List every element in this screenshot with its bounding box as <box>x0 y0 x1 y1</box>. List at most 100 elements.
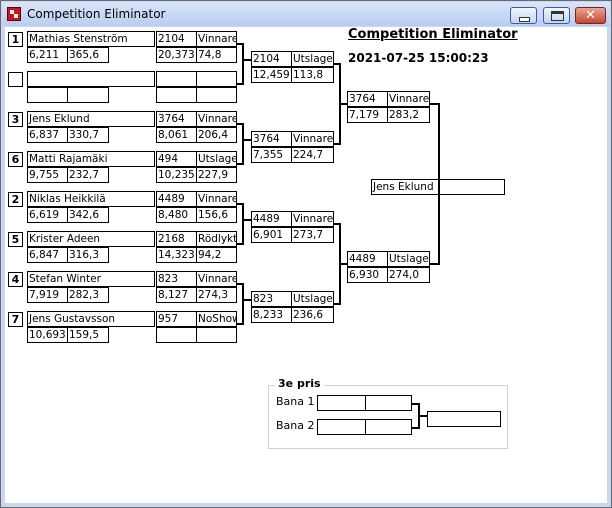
seed-badge: 5 <box>8 232 23 247</box>
quarterfinal-result-row-right: Vinnare <box>293 133 333 145</box>
bracket-canvas: Competition Eliminator 2021-07-25 15:00:… <box>5 27 607 503</box>
event-datetime: 2021-07-25 15:00:23 <box>348 51 489 65</box>
racer-qualifying-row-right: 330,7 <box>69 129 100 141</box>
close-button[interactable]: ✕ <box>575 7 606 24</box>
cell-divider <box>67 88 68 102</box>
seed-badge <box>8 72 23 87</box>
quarterfinal-run-row-left: 7,355 <box>253 149 284 161</box>
racer-result-row-left: 3764 <box>158 113 185 125</box>
racer-run-row-left: 8,127 <box>158 289 189 301</box>
racer-result-row[interactable]: 494Utslagen <box>156 151 237 167</box>
racer-name-field[interactable]: Jens Eklund <box>27 111 155 127</box>
title-bar[interactable]: Competition Eliminator ✕ <box>2 2 610 26</box>
racer-name-field[interactable]: Stefan Winter <box>27 271 155 287</box>
cell-divider <box>67 208 68 222</box>
racer-result-row-left: 494 <box>158 153 179 165</box>
racer-name-field[interactable]: Niklas Heikkilä <box>27 191 155 207</box>
racer-qualifying-row-left: 6,619 <box>29 209 60 221</box>
bracket-line <box>237 243 244 245</box>
racer-run-row-left: 14,323 <box>158 249 195 261</box>
racer-qualifying-row-right: 365,6 <box>69 49 100 61</box>
cell-divider <box>291 212 292 226</box>
racer-name-field[interactable]: Jens Gustavsson <box>27 311 155 327</box>
cell-divider <box>387 252 388 266</box>
semifinal-result-row-left: 4489 <box>349 253 376 265</box>
cell-divider <box>196 208 197 222</box>
quarterfinal-result-row[interactable]: 823Utslagen <box>251 291 334 307</box>
racer-name-field-text: Stefan Winter <box>29 273 101 285</box>
racer-name-field-text: Matti Rajamäki <box>29 153 108 165</box>
semifinal-run-row-right: 274,0 <box>389 269 420 281</box>
racer-name-field[interactable]: Mathias Stenström <box>27 31 155 47</box>
cell-divider <box>291 228 292 242</box>
racer-run-row[interactable] <box>156 327 237 343</box>
quarterfinal-result-row-left: 823 <box>253 293 274 305</box>
semifinal-result-row[interactable]: 4489Utslagen <box>347 251 430 267</box>
racer-qualifying-row-right: 282,3 <box>69 289 100 301</box>
racer-name-field-text: Jens Gustavsson <box>29 313 116 325</box>
cell-divider <box>291 148 292 162</box>
third-place-label: 3e pris <box>275 377 324 390</box>
cell-divider <box>291 132 292 146</box>
third-place-lane-2-field[interactable] <box>317 419 412 435</box>
racer-result-row-right: Vinnare <box>198 273 236 285</box>
bracket-line <box>237 163 244 165</box>
racer-run-row-left: 8,061 <box>158 129 189 141</box>
quarterfinal-result-row[interactable]: 2104Utslagen <box>251 51 334 67</box>
racer-run-row[interactable] <box>156 87 237 103</box>
third-place-result-field[interactable] <box>427 411 501 427</box>
quarterfinal-result-row-right: Utslagen <box>293 53 333 65</box>
racer-name-field[interactable]: Krister Adeen <box>27 231 155 247</box>
seed-badge: 3 <box>8 112 23 127</box>
racer-run-row-left <box>157 88 197 102</box>
racer-name-field[interactable]: Matti Rajamäki <box>27 151 155 167</box>
third-place-result-field-text <box>428 412 500 426</box>
cell-divider <box>387 92 388 106</box>
racer-run-row-left: 20,373 <box>158 49 195 61</box>
third-place-lane-1-field[interactable] <box>317 395 412 411</box>
bracket-line <box>237 323 244 325</box>
cell-divider <box>196 32 197 46</box>
racer-name-field[interactable] <box>27 71 155 87</box>
racer-result-row[interactable]: 957NoShow <box>156 311 237 327</box>
racer-result-row[interactable] <box>156 71 237 87</box>
racer-qualifying-row-right: 316,3 <box>69 249 100 261</box>
cell-divider <box>196 328 197 342</box>
bracket-line <box>237 83 244 85</box>
third-place-lane-2-field-right <box>366 420 411 434</box>
maximize-button[interactable] <box>543 7 570 24</box>
racer-qualifying-row[interactable] <box>27 87 109 103</box>
racer-qualifying-row-left <box>28 88 68 102</box>
minimize-button[interactable] <box>510 7 537 24</box>
bracket-line <box>412 403 420 405</box>
racer-result-row[interactable]: 2168Rödlyktan <box>156 231 237 247</box>
bracket-line <box>237 123 244 125</box>
